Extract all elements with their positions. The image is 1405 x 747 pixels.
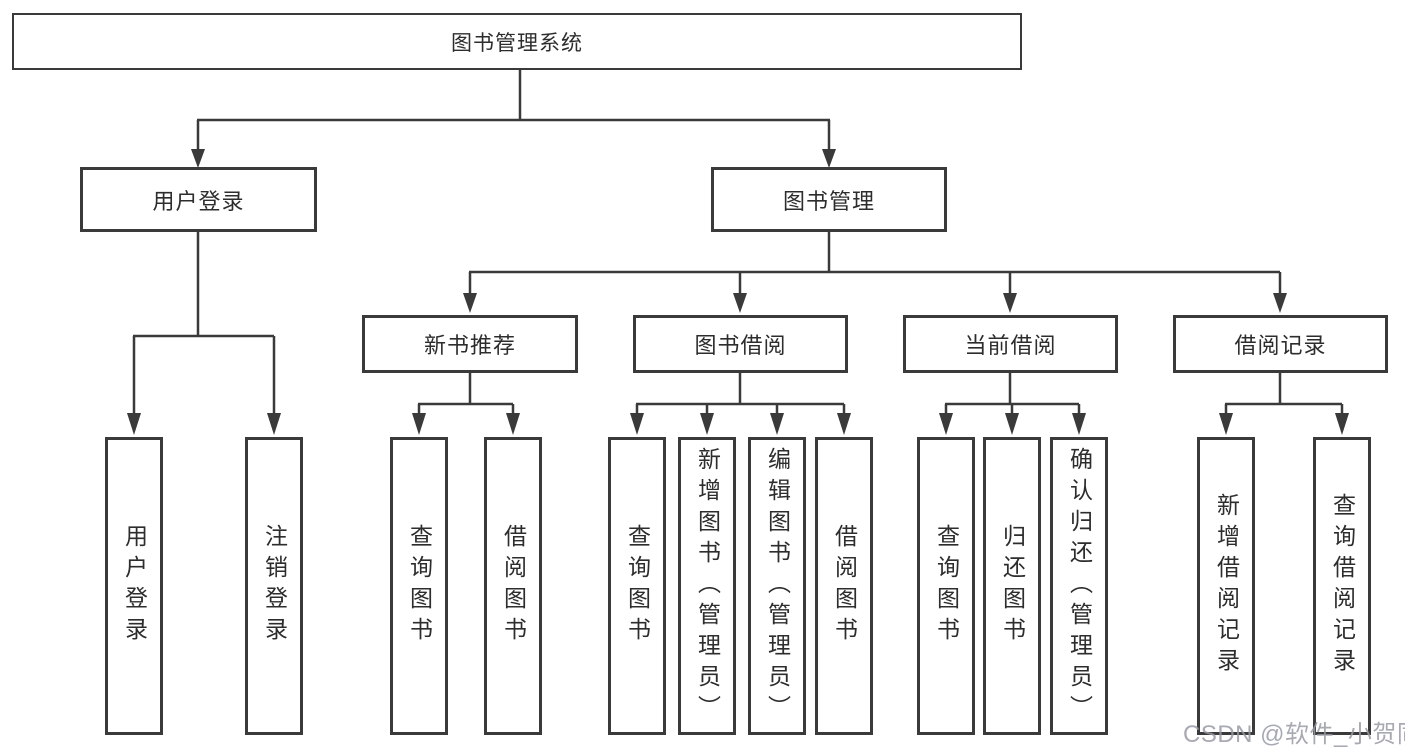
node-borrowing-records: 借阅记录 xyxy=(1173,315,1388,373)
leaf-query-books-recommend: 查询图书 xyxy=(390,437,448,735)
leaf-user-login: 用户登录 xyxy=(105,437,163,735)
leaf-query-books-borrowing: 查询图书 xyxy=(608,437,666,735)
node-book-management: 图书管理 xyxy=(711,167,947,232)
node-user-login: 用户登录 xyxy=(80,167,317,232)
leaf-query-borrow-record: 查询借阅记录 xyxy=(1313,437,1371,735)
leaf-query-books-current: 查询图书 xyxy=(917,437,975,735)
arrowheads xyxy=(127,149,1349,435)
leaf-logout: 注销登录 xyxy=(245,437,303,735)
leaf-borrow-books-recommend: 借阅图书 xyxy=(484,437,542,735)
leaf-add-borrow-record: 新增借阅记录 xyxy=(1197,437,1255,735)
node-new-book-recommend: 新书推荐 xyxy=(362,315,578,373)
leaf-add-book-admin: 新增图书（管理员） xyxy=(678,437,736,735)
node-book-borrowing: 图书借阅 xyxy=(633,315,848,373)
leaf-return-book: 归还图书 xyxy=(983,437,1041,735)
leaf-borrow-books-borrowing: 借阅图书 xyxy=(815,437,873,735)
leaf-edit-book-admin: 编辑图书（管理员） xyxy=(748,437,806,735)
node-current-borrowing: 当前借阅 xyxy=(903,315,1118,373)
csdn-watermark: CSDN @软件_小贺同学 xyxy=(1183,721,1405,747)
leaf-confirm-return-admin: 确认归还（管理员） xyxy=(1050,437,1108,735)
node-library-system: 图书管理系统 xyxy=(12,13,1022,70)
